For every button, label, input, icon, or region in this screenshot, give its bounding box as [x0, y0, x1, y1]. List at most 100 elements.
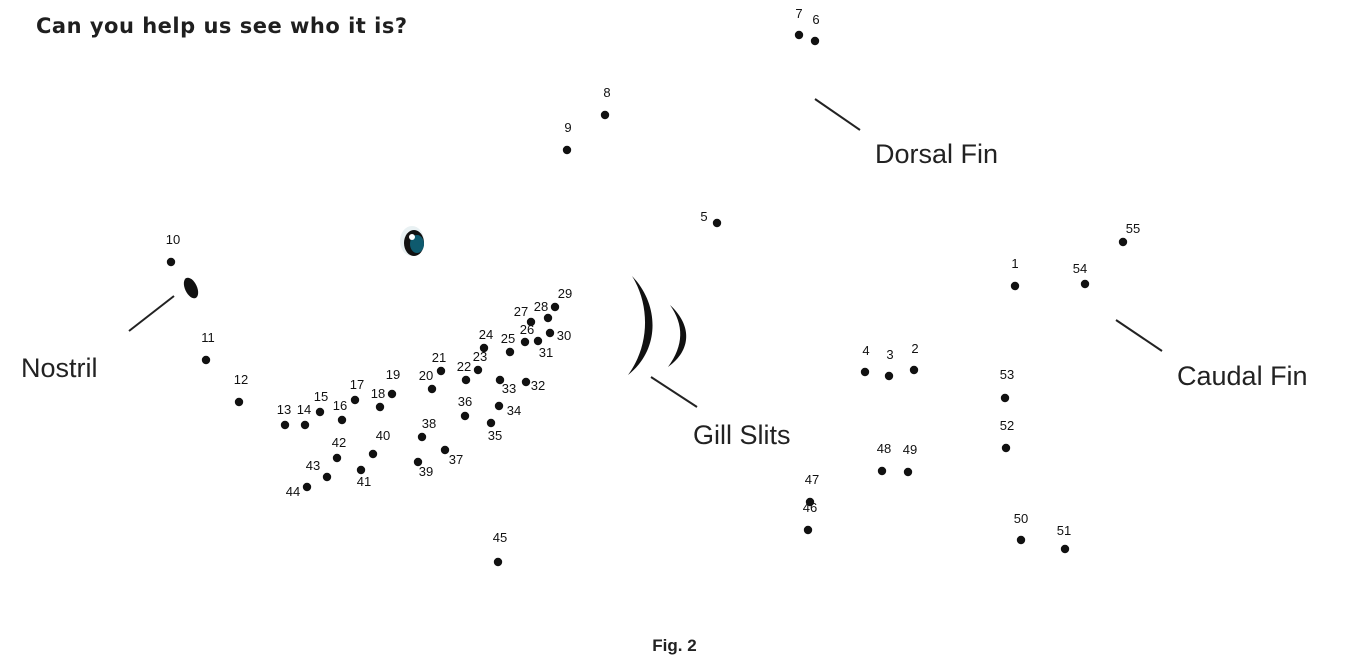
dot-44: 44 [286, 482, 312, 499]
dot-32: 32 [521, 377, 545, 393]
dot-15: 15 [314, 389, 328, 417]
dot-marker [473, 365, 483, 375]
dot-48: 48 [877, 441, 891, 476]
dot-number-label: 55 [1126, 221, 1140, 236]
dot-marker [300, 420, 310, 430]
dot-marker [1001, 443, 1011, 453]
dot-17: 17 [350, 377, 364, 405]
dot-marker [712, 218, 722, 228]
label-caudal-fin: Caudal Fin [1177, 361, 1308, 391]
dot-marker [520, 337, 530, 347]
dot-number-label: 13 [277, 402, 291, 417]
dot-number-label: 52 [1000, 418, 1014, 433]
dot-number-label: 37 [449, 452, 463, 467]
dot-13: 13 [277, 402, 291, 430]
dot-number-label: 8 [603, 85, 610, 100]
dot-marker [302, 482, 312, 492]
dot-25: 25 [501, 331, 515, 357]
dot-number-label: 43 [306, 458, 320, 473]
dot-marker [493, 557, 503, 567]
label-gill-slits: Gill Slits [693, 420, 791, 450]
dot-marker [877, 466, 887, 476]
dot-54: 54 [1073, 261, 1090, 289]
dot-marker [805, 497, 815, 507]
dot-number-label: 23 [473, 349, 487, 364]
dot-marker [550, 302, 560, 312]
dot-marker [562, 145, 572, 155]
dot-marker [909, 365, 919, 375]
dot-marker [494, 401, 504, 411]
dot-number-label: 50 [1014, 511, 1028, 526]
dot-marker [368, 449, 378, 459]
dot-40: 40 [368, 428, 390, 459]
dot-number-label: 45 [493, 530, 507, 545]
dot-marker [1060, 544, 1070, 554]
gill-slit-1 [628, 276, 653, 375]
figure-caption: Fig. 2 [652, 636, 697, 655]
dot-marker [903, 467, 913, 477]
dot-38: 38 [417, 416, 436, 442]
dot-marker [460, 411, 470, 421]
dot-number-label: 41 [357, 474, 371, 489]
dot-marker [427, 384, 437, 394]
dot-number-label: 10 [166, 232, 180, 247]
dot-9: 9 [562, 120, 572, 155]
dot-23: 23 [473, 349, 487, 375]
dot-marker [322, 472, 332, 482]
dot-marker [337, 415, 347, 425]
dot-number-label: 16 [333, 398, 347, 413]
dot-marker [280, 420, 290, 430]
dot-marker [413, 457, 423, 467]
dot-11: 11 [201, 330, 215, 365]
dot-marker [1016, 535, 1026, 545]
dot-number-label: 51 [1057, 523, 1071, 538]
dot-24: 24 [479, 327, 493, 353]
dot-marker [533, 336, 543, 346]
dot-number-label: 22 [457, 359, 471, 374]
dot-3: 3 [884, 347, 894, 381]
dot-55: 55 [1118, 221, 1140, 247]
dot-number-label: 32 [531, 378, 545, 393]
dot-6: 6 [810, 12, 820, 46]
dot-20: 20 [419, 368, 437, 394]
dot-number-label: 6 [812, 12, 819, 27]
dot-number-label: 48 [877, 441, 891, 456]
dot-41: 41 [357, 465, 371, 489]
dot-number-label: 4 [862, 343, 869, 358]
dot-marker [440, 445, 450, 455]
dot-marker [1010, 281, 1020, 291]
dot-number-label: 35 [488, 428, 502, 443]
dot-number-label: 42 [332, 435, 346, 450]
dot-marker [234, 397, 244, 407]
label-nostril: Nostril [21, 353, 98, 383]
dot-number-label: 11 [201, 330, 215, 345]
nostril-shape [183, 277, 199, 299]
dot-31: 31 [533, 336, 553, 360]
dot-marker [600, 110, 610, 120]
dot-27: 27 [514, 304, 536, 327]
dot-7: 7 [794, 6, 804, 40]
dot-45: 45 [493, 530, 507, 567]
dot-28: 28 [534, 299, 553, 323]
dot-number-label: 53 [1000, 367, 1014, 382]
dot-number-label: 29 [558, 286, 572, 301]
dot-36: 36 [458, 394, 472, 421]
dot-marker [436, 366, 446, 376]
dot-30: 30 [545, 328, 571, 343]
dot-marker [505, 347, 515, 357]
dot-marker [315, 407, 325, 417]
dot-number-label: 49 [903, 442, 917, 457]
dot-marker [521, 377, 531, 387]
dot-number-label: 21 [432, 350, 446, 365]
dot-number-label: 38 [422, 416, 436, 431]
dot-50: 50 [1014, 511, 1028, 545]
dot-marker [1080, 279, 1090, 289]
dot-number-label: 27 [514, 304, 528, 319]
dot-marker [526, 317, 536, 327]
dot-number-label: 44 [286, 484, 300, 499]
dot-19: 19 [386, 367, 400, 399]
dot-47: 47 [805, 472, 819, 507]
instruction-text: Can you help us see who it is? [36, 14, 408, 38]
dot-marker [1118, 237, 1128, 247]
dot-21: 21 [432, 350, 446, 376]
